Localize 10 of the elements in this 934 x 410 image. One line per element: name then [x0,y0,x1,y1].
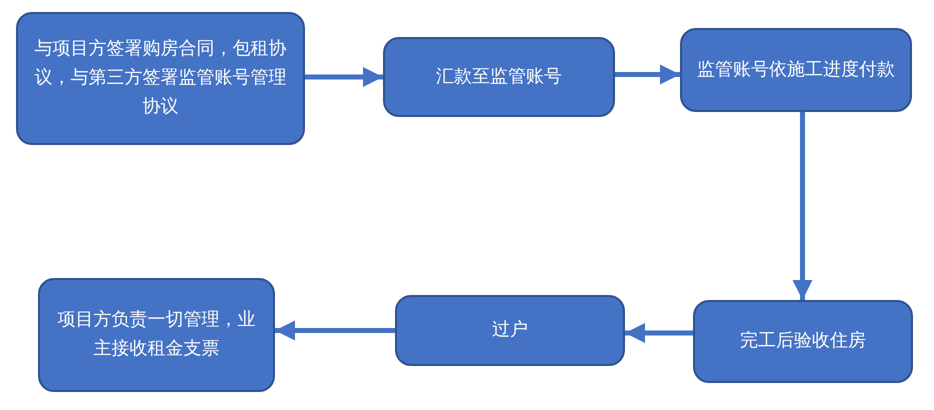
process-box: 汇款至监管账号 [383,37,615,117]
process-box: 过户 [395,295,625,366]
arrow [615,64,680,84]
process-box: 监管账号依施工进度付款 [680,28,912,112]
process-box: 与项目方签署购房合同，包租协议，与第三方签署监管账号管理协议 [16,12,305,145]
arrow [792,112,812,300]
arrow [305,67,383,87]
process-box: 项目方负责一切管理，业主接收租金支票 [38,278,275,392]
process-box: 完工后验收住房 [693,300,913,383]
arrow [625,323,693,343]
